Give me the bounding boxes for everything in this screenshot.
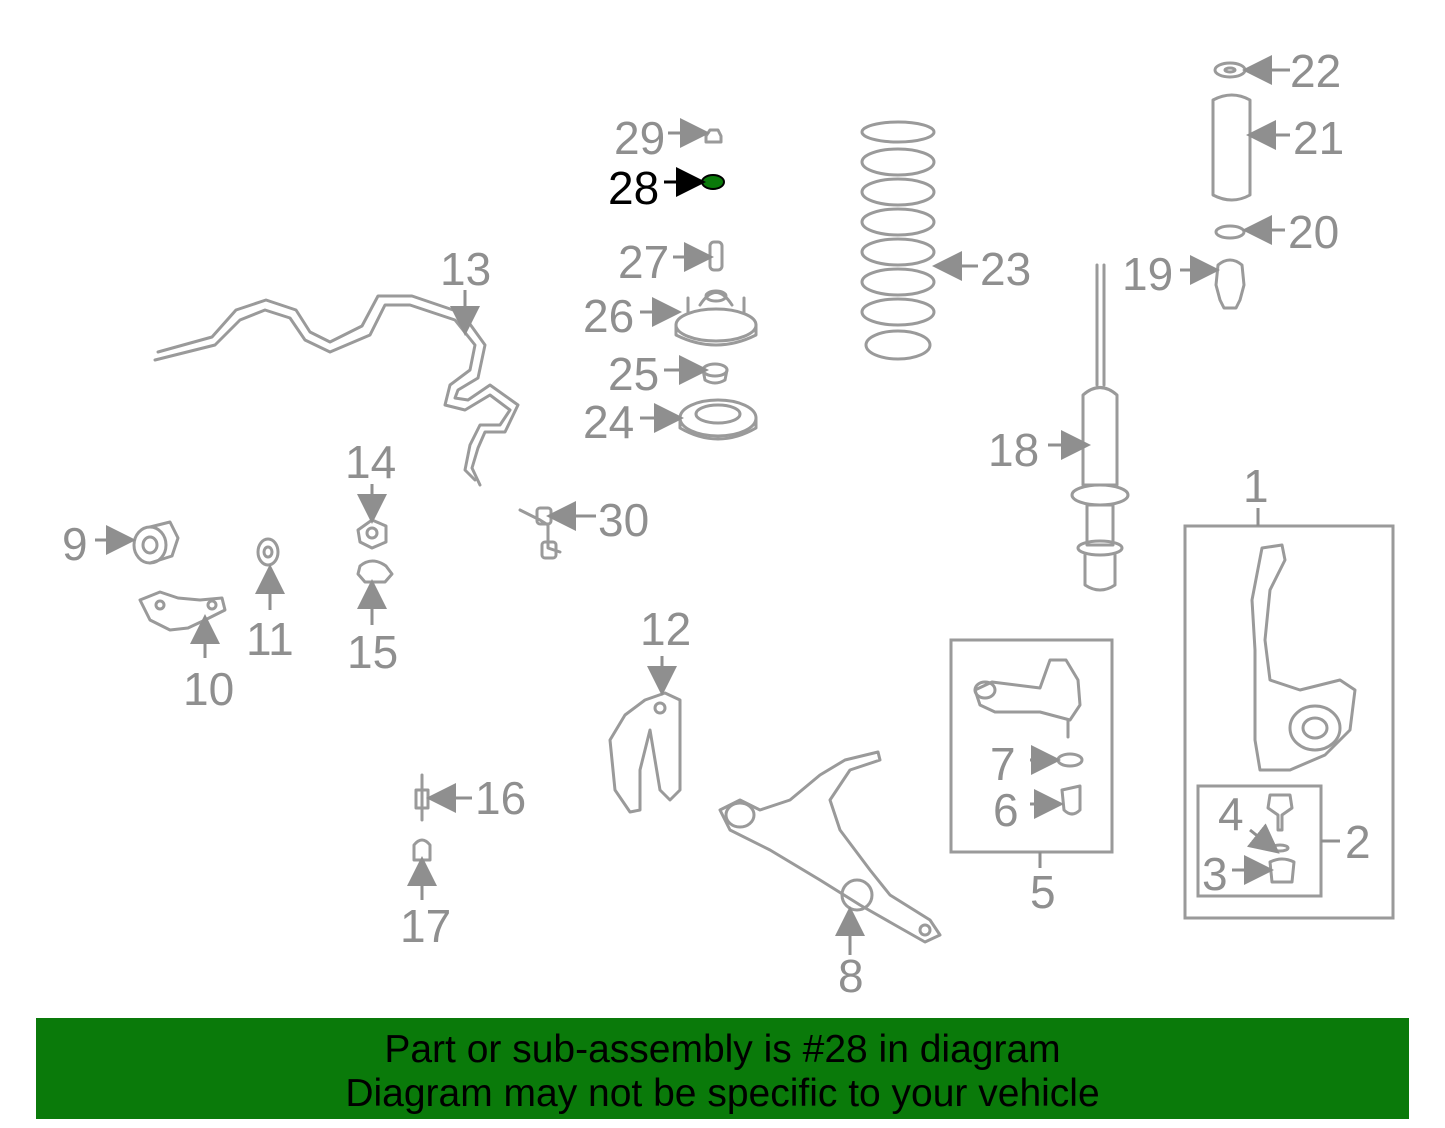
dust-boot-part-21 [1211,93,1252,202]
label-6: 6 [993,784,1019,836]
nut-part-17 [412,838,432,862]
upper-arm-part-5 [973,658,1082,739]
parts-diagram: 1 2 3 4 5 6 7 8 9 10 11 12 13 14 15 16 1… [62,45,1395,1002]
label-22: 22 [1290,45,1341,97]
label-19: 19 [1122,248,1173,300]
nut-part-29 [704,128,723,144]
banner-line-2: Diagram may not be specific to your vehi… [345,1072,1100,1115]
label-8: 8 [838,950,864,1002]
info-banner: Part or sub-assembly is #28 in diagram D… [36,1018,1409,1119]
label-3: 3 [1202,848,1228,900]
label-16: 16 [475,772,526,824]
label-9: 9 [62,518,88,570]
stabilizer-bar-part [153,294,520,487]
bump-cap-part-25 [701,362,729,385]
label-20: 20 [1288,206,1339,258]
lower-arm-part-8 [718,750,942,944]
label-14: 14 [345,436,396,488]
stud-part-16 [414,773,430,822]
label-13: 13 [440,243,491,295]
bushing-part-9 [132,520,180,565]
fork-part-12 [608,691,682,814]
box-part-5 [949,638,1114,854]
label-21: 21 [1293,112,1344,164]
label-26: 26 [583,290,634,342]
label-30: 30 [598,494,649,546]
coil-spring-part-23 [860,120,936,361]
ball-joint-part-4 [1266,793,1294,853]
boot-part-6 [1060,784,1082,816]
bracket-part-10 [138,590,227,632]
nut-part-7 [1056,752,1084,768]
washer-part-11 [256,537,280,567]
bump-stop-part-19 [1214,258,1246,310]
label-15: 15 [347,626,398,678]
label-2: 2 [1345,816,1371,868]
label-17: 17 [400,900,451,952]
label-7: 7 [990,738,1016,790]
bushing-part-14 [356,518,388,550]
label-4: 4 [1218,788,1244,840]
label-11: 11 [246,613,294,665]
label-29: 29 [614,112,665,164]
banner-line-1: Part or sub-assembly is #28 in diagram [384,1028,1061,1071]
self-locking-nut-part-28 [701,174,725,190]
washer-part-20 [1214,224,1246,240]
label-10: 10 [183,663,234,715]
label-25: 25 [608,348,659,400]
label-5: 5 [1030,866,1056,918]
strut-part-18 [1070,263,1130,592]
spring-seat-part-24 [678,398,758,441]
label-24: 24 [583,396,634,448]
label-12: 12 [640,603,691,655]
label-1: 1 [1243,460,1269,512]
label-28: 28 [608,162,659,214]
bracket-part-15 [356,559,394,584]
box-part-1 [1183,524,1395,920]
collar-part-27 [708,240,724,272]
boot-part-3 [1268,857,1296,884]
knuckle-part-1 [1250,543,1357,772]
washer-part-22 [1213,61,1247,79]
label-18: 18 [988,424,1039,476]
strut-mount-part-26 [674,289,758,347]
label-27: 27 [618,236,669,288]
label-23: 23 [980,243,1031,295]
